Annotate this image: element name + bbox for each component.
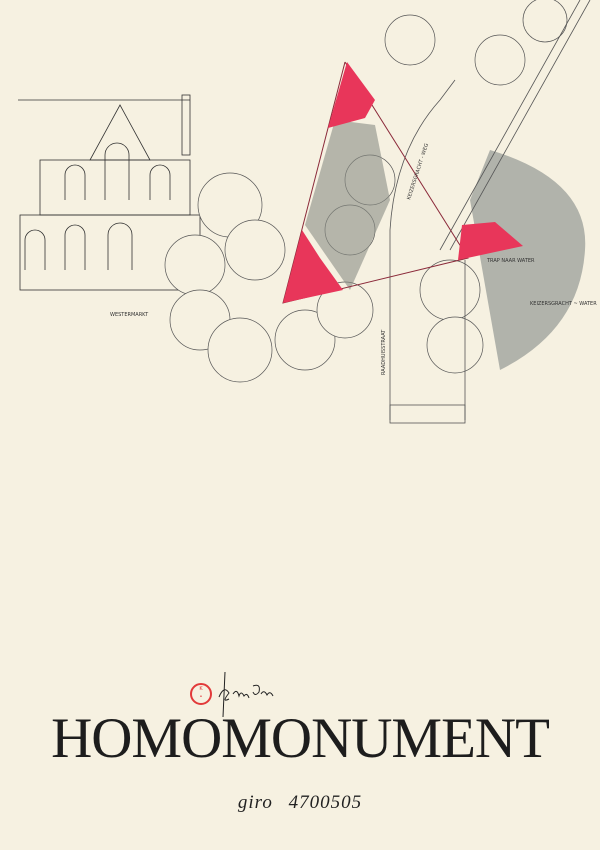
water-hatched <box>470 150 586 370</box>
artist-stamp: K• <box>190 683 212 705</box>
poster-title: HOMOMONUMENT <box>51 707 550 770</box>
pink-triangle-bottom-left <box>283 230 343 303</box>
site-plan-drawing: WESTERMARKT KEIZERSGRACHT - WEG RAADHUIS… <box>18 0 597 424</box>
pink-triangle-top <box>328 62 375 128</box>
monument-green-area <box>305 120 390 290</box>
label-trap: TRAP NAAR WATER <box>486 258 535 264</box>
artist-signature <box>218 672 274 717</box>
label-westermarkt: WESTERMARKT <box>110 312 149 318</box>
giro-number: giro 4700505 <box>237 792 363 813</box>
westerkerk-sketch <box>18 94 201 291</box>
pink-triangle-right <box>458 222 523 260</box>
roads <box>389 0 591 424</box>
monument-triangle-outline <box>282 61 469 304</box>
label-raadhuisstraat: RAADHUISSTRAAT <box>381 329 387 375</box>
trees-sketch <box>164 0 568 383</box>
label-keizersgracht-water: KEIZERSGRACHT ~ WATER <box>530 301 597 307</box>
